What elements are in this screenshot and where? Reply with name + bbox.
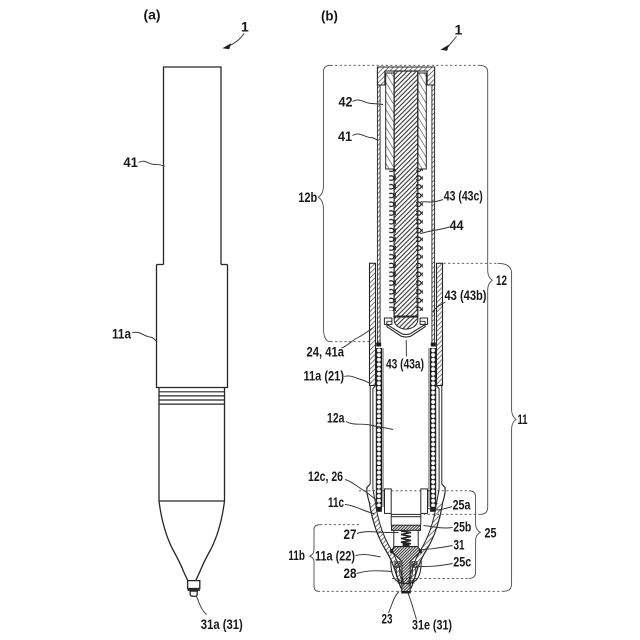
svg-text:12b: 12b	[298, 189, 317, 205]
svg-text:11: 11	[518, 411, 528, 427]
svg-text:(a): (a)	[144, 7, 161, 23]
svg-text:12c, 26: 12c, 26	[308, 468, 343, 484]
svg-text:42: 42	[339, 94, 353, 110]
svg-text:11b: 11b	[288, 547, 305, 563]
svg-text:25b: 25b	[453, 519, 471, 535]
svg-text:1: 1	[455, 22, 463, 38]
svg-text:41: 41	[123, 154, 138, 170]
svg-text:28: 28	[344, 565, 357, 581]
svg-text:31a (31): 31a (31)	[201, 616, 243, 632]
svg-text:12: 12	[496, 272, 507, 288]
svg-text:(b): (b)	[321, 8, 338, 24]
svg-text:31e (31): 31e (31)	[412, 617, 452, 633]
svg-text:25a: 25a	[453, 497, 471, 513]
svg-text:43 (43a): 43 (43a)	[386, 356, 424, 372]
svg-text:41: 41	[338, 128, 352, 144]
svg-text:11c: 11c	[328, 494, 344, 510]
svg-text:31: 31	[454, 537, 465, 553]
svg-text:23: 23	[382, 611, 393, 627]
svg-text:25: 25	[485, 525, 497, 541]
svg-text:11a (22): 11a (22)	[315, 548, 355, 564]
svg-text:11a: 11a	[112, 326, 131, 342]
svg-text:25c: 25c	[453, 554, 471, 570]
svg-text:1: 1	[241, 19, 249, 35]
svg-text:43 (43b): 43 (43b)	[445, 287, 487, 303]
svg-text:12a: 12a	[327, 410, 345, 426]
svg-text:44: 44	[450, 217, 464, 233]
svg-text:11a (21): 11a (21)	[304, 368, 345, 384]
svg-text:27: 27	[344, 526, 357, 542]
svg-text:24, 41a: 24, 41a	[307, 344, 345, 360]
svg-text:43 (43c): 43 (43c)	[444, 188, 483, 204]
